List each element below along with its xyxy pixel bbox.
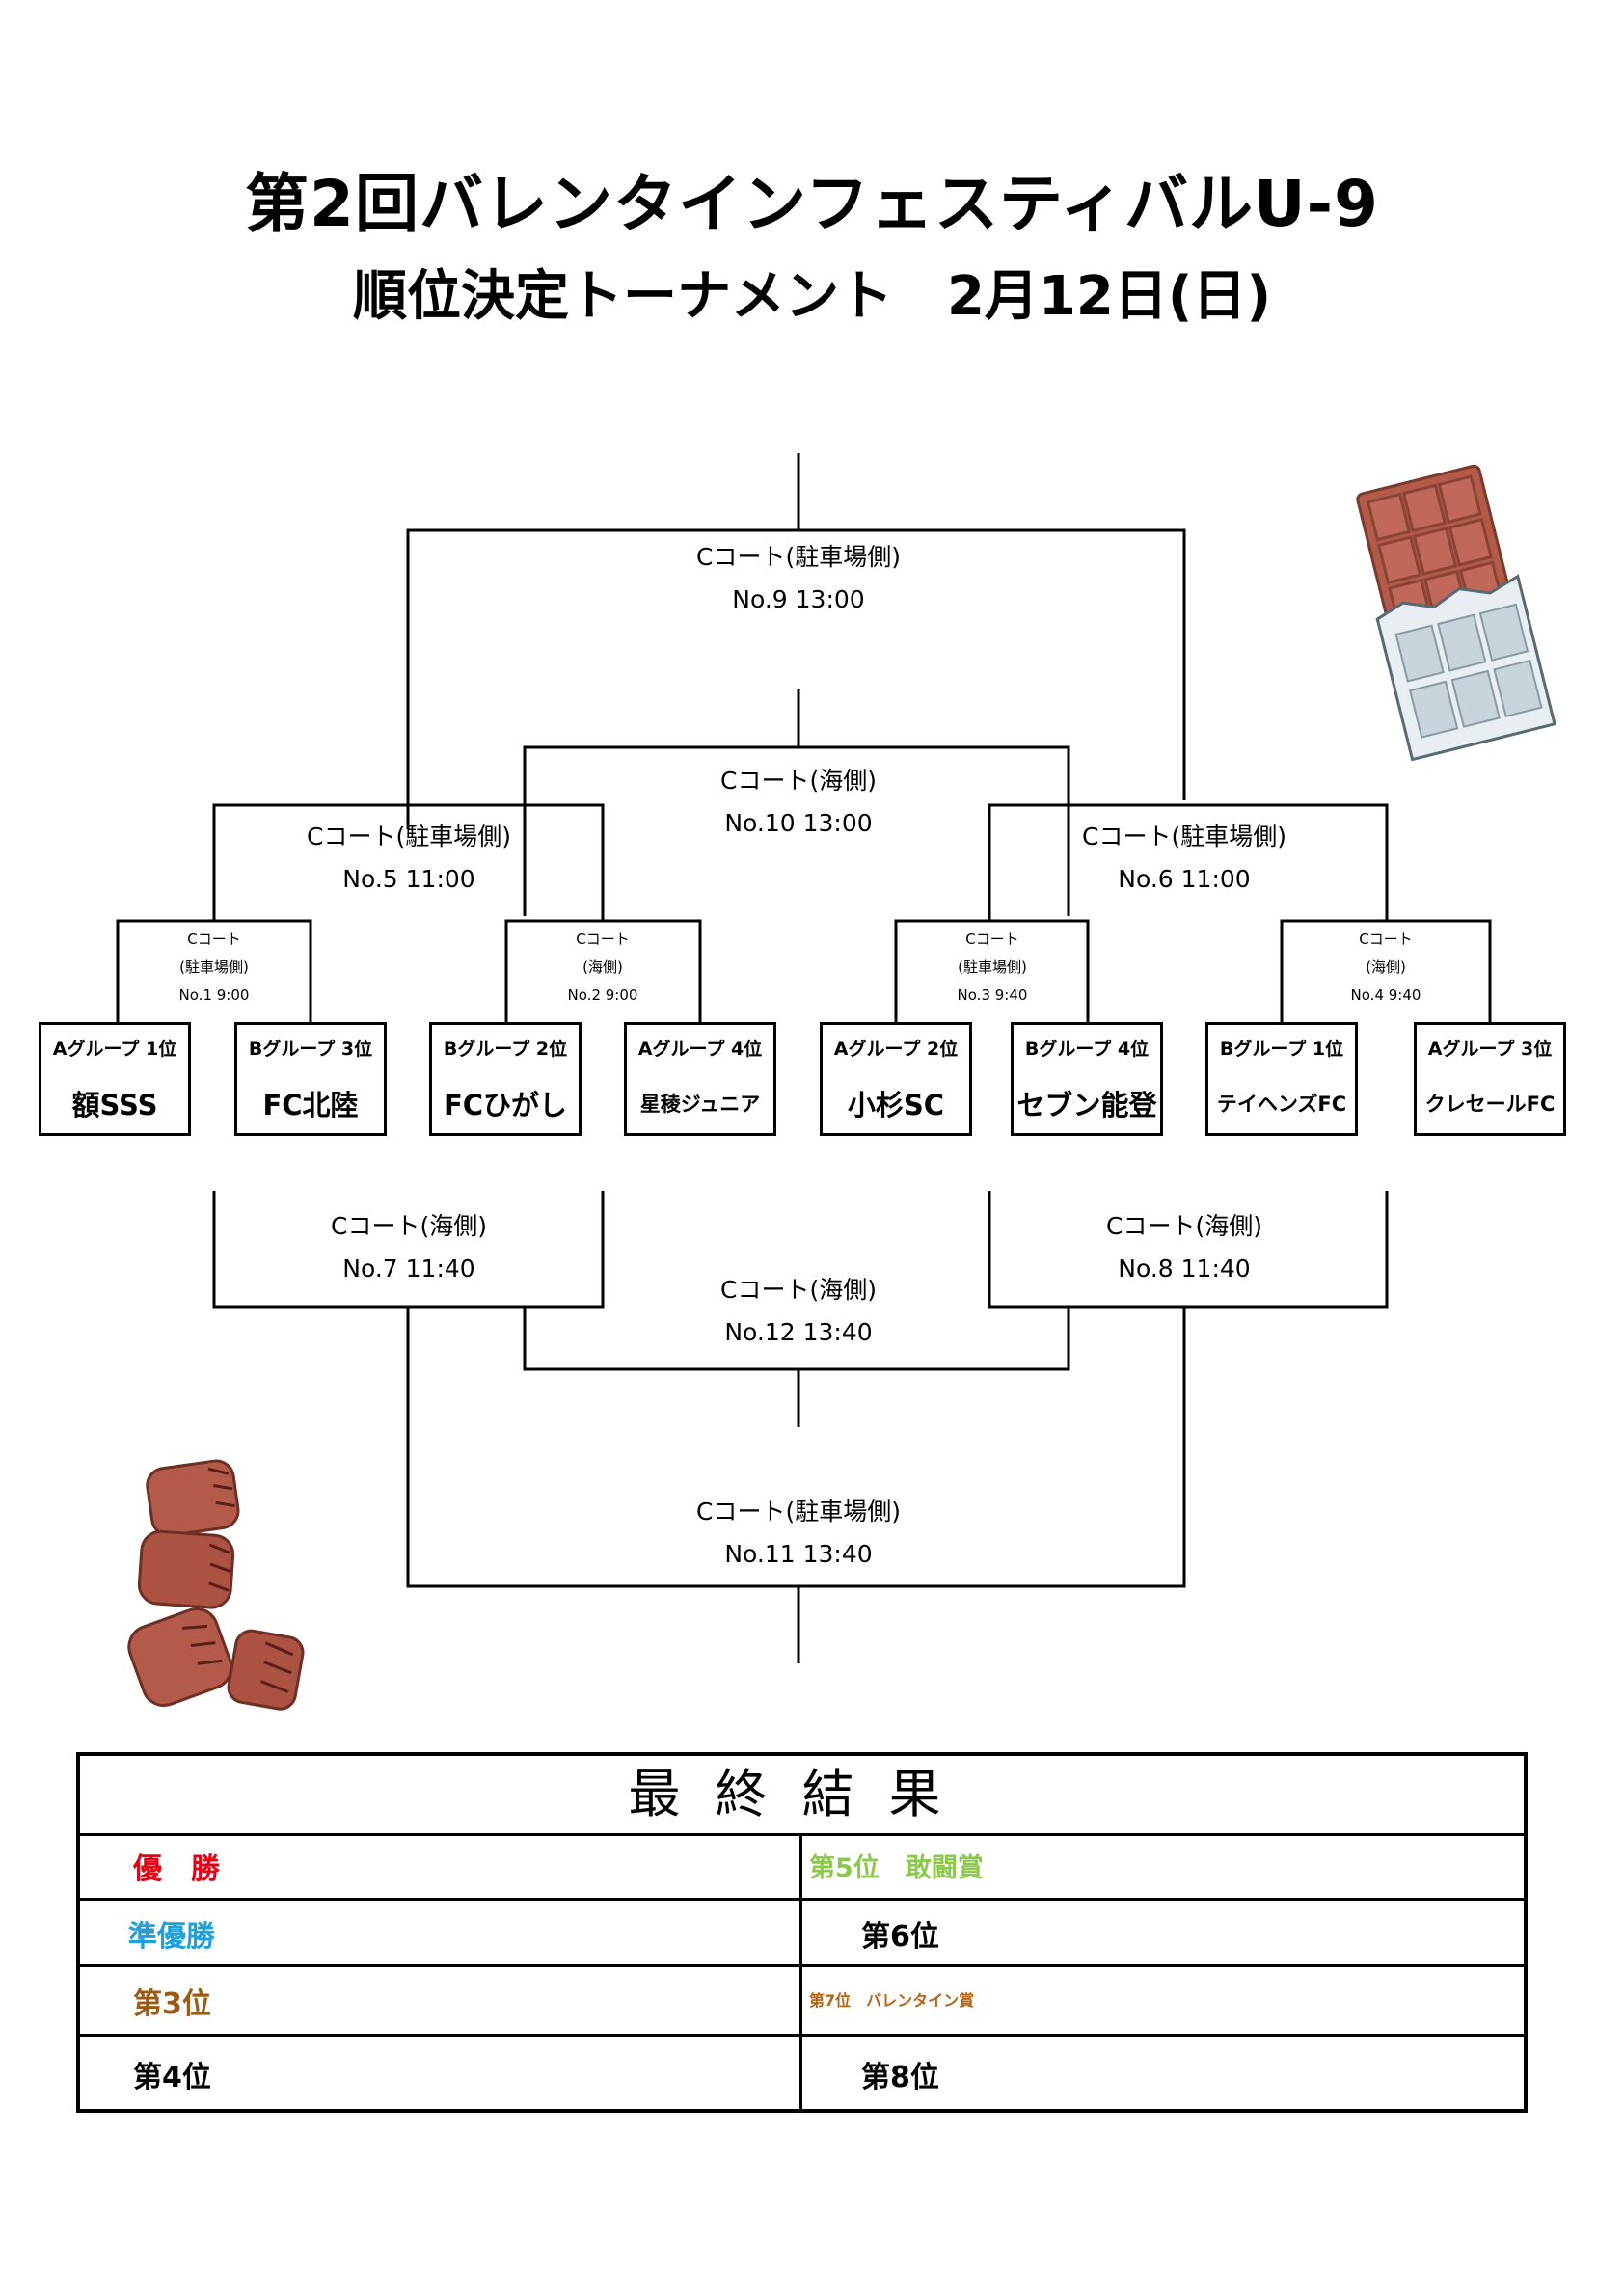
team-name: FCひがし: [443, 1089, 568, 1121]
page-subtitle: 順位決定トーナメント 2月12日(日): [352, 265, 1272, 328]
team-box: Aグループ 3位 クレセールFC: [1414, 1022, 1566, 1136]
bracket-line-match10: [523, 689, 1070, 916]
match-10-label: Cコート(海側)No.10 13:00: [720, 767, 877, 837]
page-title: 第2回バレンタインフェスティバルU-9: [245, 167, 1379, 241]
match-5-label: Cコート(駐車場側)No.5 11:00: [307, 823, 511, 893]
result-sixth-label: 第6位: [861, 1920, 939, 1954]
bracket-line-match8: [988, 1191, 1389, 1309]
team-name: テイヘンズFC: [1216, 1093, 1347, 1116]
bracket-line-match12: [523, 1307, 1070, 1427]
team-box: Aグループ 4位 星稜ジュニア: [624, 1022, 776, 1136]
results-divider: [799, 1833, 802, 2113]
team-name: クレセールFC: [1424, 1093, 1556, 1116]
team-name: 額SSS: [71, 1089, 158, 1121]
results-row-divider: [80, 1964, 1524, 1967]
team-box: Bグループ 2位 FCひがし: [429, 1022, 582, 1136]
team-box: Bグループ 3位 FC北陸: [234, 1022, 387, 1136]
team-group: Bグループ 3位: [248, 1039, 373, 1060]
bracket-line-final-top: [406, 453, 1186, 829]
result-fifth-label: 第5位 敢闘賞: [809, 1853, 984, 1883]
chocolate-pieces-icon: [127, 1459, 305, 1711]
match-11-label: Cコート(駐車場側)No.11 13:40: [696, 1498, 901, 1568]
match-7-label: Cコート(海側)No.7 11:40: [331, 1212, 487, 1283]
team-name: FC北陸: [262, 1089, 359, 1121]
bracket-line-match1: [116, 919, 312, 1022]
team-box: Bグループ 1位 テイヘンズFC: [1205, 1022, 1358, 1136]
team-group: Bグループ 4位: [1024, 1039, 1150, 1060]
chocolate-bar-icon: [1356, 464, 1556, 762]
team-group: Bグループ 1位: [1219, 1039, 1344, 1060]
bracket-line-match6: [988, 803, 1389, 921]
result-fourth-label: 第4位: [133, 2061, 211, 2094]
match-4-label: Cコート(海側)No.4 9:40: [1350, 931, 1421, 1004]
match-6-label: Cコート(駐車場側)No.6 11:00: [1082, 823, 1286, 893]
result-second-label: 準優勝: [128, 1920, 215, 1954]
match-12-label: Cコート(海側)No.12 13:40: [720, 1276, 877, 1346]
team-group: Aグループ 3位: [1427, 1039, 1553, 1060]
match-2-label: Cコート(海側)No.2 9:00: [567, 931, 638, 1004]
match-9-label: Cコート(駐車場側)No.9 13:00: [696, 543, 901, 613]
bracket-line-match3: [894, 919, 1090, 1022]
result-first-label: 優 勝: [133, 1852, 220, 1886]
result-third-label: 第3位: [133, 1987, 211, 2021]
team-box: Bグループ 4位 セブン能登: [1011, 1022, 1163, 1136]
match-1-label: Cコート(駐車場側)No.1 9:00: [178, 931, 250, 1004]
match-8-label: Cコート(海側)No.8 11:40: [1106, 1212, 1262, 1283]
bracket-line-match4: [1280, 919, 1492, 1022]
results-header: 最終結果: [80, 1756, 1524, 1836]
team-name: 星稜ジュニア: [639, 1093, 761, 1116]
bracket-line-match5: [212, 803, 605, 921]
team-group: Aグループ 1位: [52, 1039, 177, 1060]
team-box: Aグループ 1位 額SSS: [39, 1022, 191, 1136]
result-seventh-label: 第7位 バレンタイン賞: [809, 1991, 975, 2010]
team-box: Aグループ 2位 小杉SC: [820, 1022, 972, 1136]
bracket-line-match2: [504, 919, 702, 1022]
bracket-line-match11: [406, 1307, 1186, 1663]
results-row-divider: [80, 2034, 1524, 2037]
results-row-divider: [80, 1898, 1524, 1901]
final-results-table: 最終結果 優 勝 準優勝 第3位 第4位 第5位 敢闘賞 第6位 第7位 バレン…: [76, 1752, 1528, 2113]
team-group: Aグループ 2位: [833, 1039, 959, 1060]
team-group: Bグループ 2位: [443, 1039, 568, 1060]
team-group: Aグループ 4位: [637, 1039, 763, 1060]
result-eighth-label: 第8位: [861, 2061, 939, 2094]
team-name: セブン能登: [1016, 1089, 1157, 1121]
match-3-label: Cコート(駐車場側)No.3 9:40: [957, 931, 1028, 1004]
team-name: 小杉SC: [847, 1089, 945, 1121]
